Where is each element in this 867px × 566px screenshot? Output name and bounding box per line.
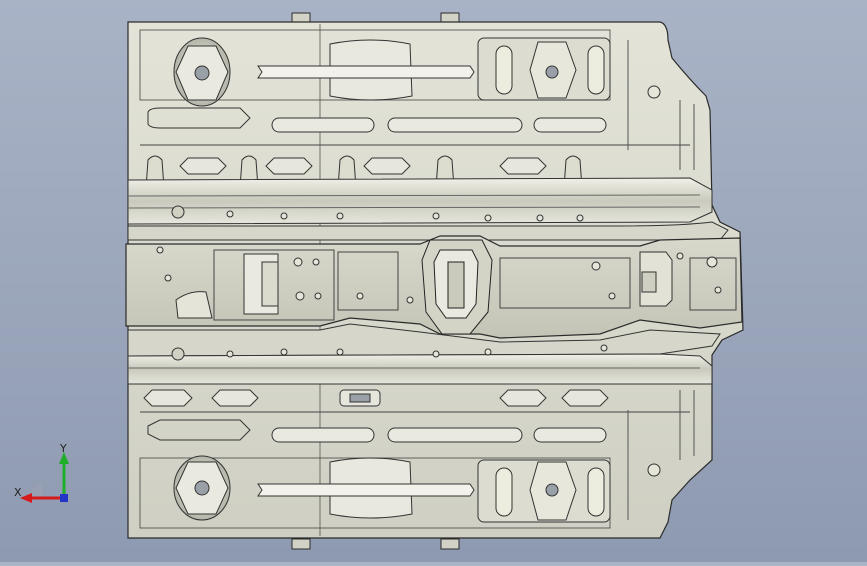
x-axis-arrowhead bbox=[20, 493, 32, 503]
z-axis-indicator bbox=[29, 484, 42, 498]
orientation-triad: Y X bbox=[10, 440, 80, 510]
x-axis-label: X bbox=[14, 486, 22, 499]
view-orientation-triad-icon: Y X bbox=[14, 442, 69, 503]
y-axis-arrowhead bbox=[59, 452, 69, 464]
y-axis-label: Y bbox=[59, 442, 67, 455]
triad-origin bbox=[60, 494, 68, 502]
